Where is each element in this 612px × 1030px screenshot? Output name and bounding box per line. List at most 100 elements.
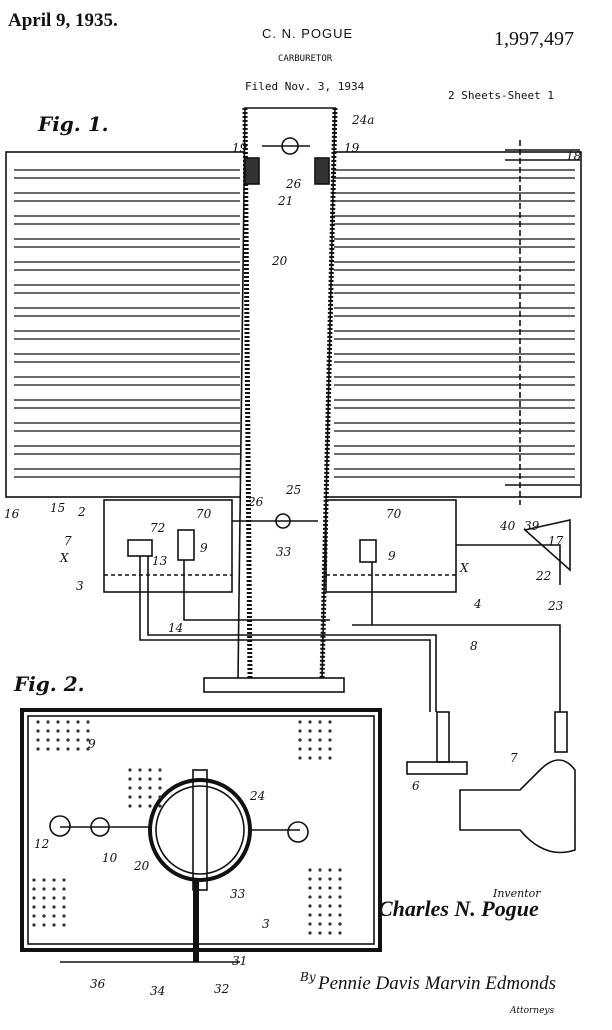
perforation (62, 923, 66, 927)
perforation (318, 886, 322, 890)
perforation (52, 905, 56, 909)
perforation (308, 913, 312, 917)
reference-numeral: 33 (276, 545, 292, 559)
reference-numeral: 70 (196, 507, 212, 521)
reference-numeral: 33 (230, 887, 246, 901)
perforation (308, 756, 312, 760)
perforation (338, 868, 342, 872)
perforation (158, 777, 162, 781)
perforation (46, 720, 50, 724)
perforation (76, 738, 80, 742)
perforation (328, 904, 332, 908)
perforation (56, 747, 60, 751)
reference-numeral: 20 (271, 254, 288, 268)
patent-title: CARBURETOR (278, 54, 333, 64)
perforation (338, 886, 342, 890)
perforation (338, 904, 342, 908)
reference-numeral: X (459, 561, 469, 575)
perforation (46, 738, 50, 742)
perforation (328, 729, 332, 733)
perforation (32, 914, 36, 918)
perforation (42, 878, 46, 882)
reference-numeral: 13 (152, 554, 168, 568)
perforation (76, 720, 80, 724)
reference-numeral: 2 (77, 505, 86, 519)
reference-numeral: 32 (214, 982, 229, 996)
perforation (318, 729, 322, 733)
perforation (148, 777, 152, 781)
perforation (128, 777, 132, 781)
perforation (328, 895, 332, 899)
perforation (36, 747, 40, 751)
perforation (328, 756, 332, 760)
perforation (138, 768, 142, 772)
reference-numeral: 36 (90, 977, 106, 991)
perforation (328, 922, 332, 926)
perforation (328, 868, 332, 872)
perforation (148, 786, 152, 790)
perforation (328, 886, 332, 890)
perforation (86, 738, 90, 742)
reference-numeral: 19 (344, 141, 360, 155)
perforation (66, 738, 70, 742)
perforation (46, 729, 50, 733)
reference-numeral: 15 (50, 501, 65, 515)
perforation (328, 738, 332, 742)
attorneys-signature: Pennie Davis Marvin Edmonds (318, 973, 556, 994)
inventor-signature: Charles N. Pogue (378, 896, 539, 921)
perforation (128, 795, 132, 799)
perforation (338, 922, 342, 926)
inventor-header: C. N. POGUE (262, 26, 354, 41)
perforation (318, 720, 322, 724)
perforation (308, 738, 312, 742)
reference-numeral: 24 (249, 789, 265, 803)
perforation (318, 904, 322, 908)
by-label: By (300, 970, 316, 984)
perforation (52, 887, 56, 891)
reference-numeral: 7 (64, 534, 72, 548)
perforation (42, 896, 46, 900)
perforation (318, 895, 322, 899)
perforation (308, 886, 312, 890)
fig2-plan-view (20, 708, 382, 963)
perforation (308, 904, 312, 908)
perforation (328, 877, 332, 881)
fig2-label: Fig. 2. (14, 672, 85, 696)
perforation (66, 729, 70, 733)
reference-numeral: 14 (168, 621, 183, 635)
perforation (66, 747, 70, 751)
perforation (148, 804, 152, 808)
perforation (318, 747, 322, 751)
perforation (128, 786, 132, 790)
perforation (308, 747, 312, 751)
perforation (66, 720, 70, 724)
reference-numeral: 16 (4, 507, 20, 521)
reference-numeral: 19 (232, 141, 248, 155)
perforation (338, 895, 342, 899)
perforation (36, 720, 40, 724)
coil-tubes (334, 169, 575, 478)
perforation (62, 878, 66, 882)
perforation (128, 804, 132, 808)
reference-numeral: 3 (262, 917, 270, 931)
reference-numeral: 10 (102, 851, 118, 865)
perforation (52, 878, 56, 882)
perforation (32, 896, 36, 900)
patent-number: 1,997,497 (494, 28, 574, 50)
reference-numeral: 23 (547, 599, 564, 613)
reference-numeral: 7 (510, 751, 518, 765)
perforation (46, 747, 50, 751)
reference-numeral: 39 (524, 519, 540, 533)
reference-numeral: 40 (499, 519, 516, 533)
perforation (32, 923, 36, 927)
perforation (328, 747, 332, 751)
perforation (62, 887, 66, 891)
perforation (128, 768, 132, 772)
perforation (36, 738, 40, 742)
perforation (36, 729, 40, 733)
perforation (42, 914, 46, 918)
perforation (318, 922, 322, 926)
perforation (298, 738, 302, 742)
perforation (338, 931, 342, 935)
reference-numeral: 31 (232, 954, 247, 968)
